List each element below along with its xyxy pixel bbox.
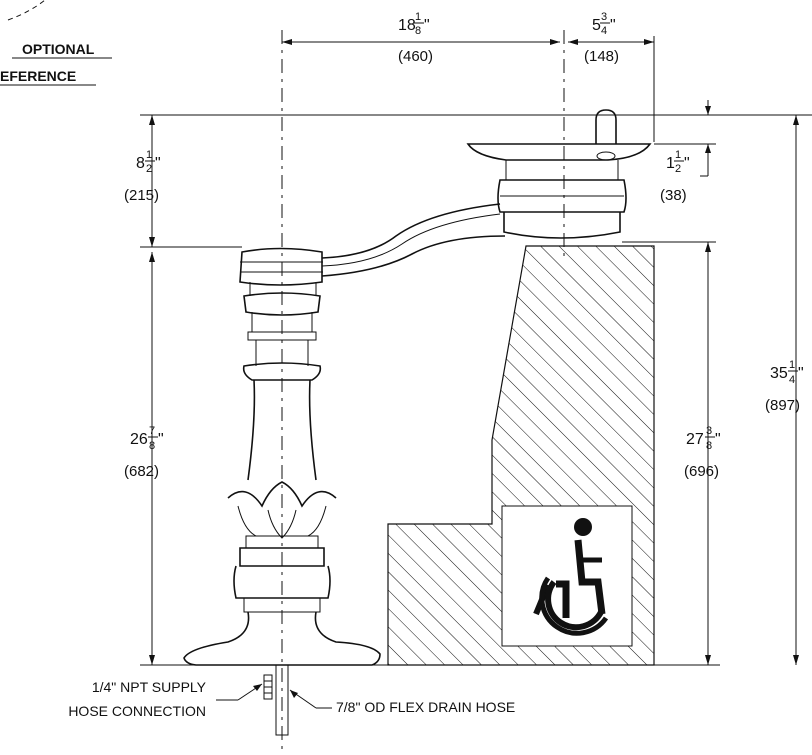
dim-arm-height: 8 1 2 " (215) <box>124 115 161 247</box>
header-line-1: OPTIONAL <box>22 41 95 57</box>
svg-text:2: 2 <box>146 163 152 175</box>
svg-text:(215): (215) <box>124 187 159 204</box>
supply-label-line-2: HOSE CONNECTION <box>68 703 206 719</box>
hose-connections <box>263 664 289 736</box>
svg-text:": " <box>158 431 164 448</box>
svg-text:(148): (148) <box>584 48 619 65</box>
svg-text:4: 4 <box>789 374 795 386</box>
svg-text:3: 3 <box>706 425 712 437</box>
wheelchair-icon <box>533 518 609 636</box>
svg-text:8: 8 <box>136 155 145 172</box>
svg-text:8: 8 <box>415 25 421 37</box>
supply-label-line-1: 1/4" NPT SUPPLY <box>92 679 207 695</box>
svg-text:": " <box>424 17 430 34</box>
svg-text:7: 7 <box>149 425 155 437</box>
dim-total-height: 35 1 4 " (897) <box>765 115 804 665</box>
svg-text:3: 3 <box>601 11 607 23</box>
svg-text:": " <box>610 17 616 34</box>
drain-label: 7/8" OD FLEX DRAIN HOSE <box>336 699 515 715</box>
svg-text:8: 8 <box>706 440 712 452</box>
drain-hose-callout: 7/8" OD FLEX DRAIN HOSE <box>289 689 515 715</box>
svg-text:35: 35 <box>770 365 788 382</box>
dim-width-main: 18 1 8 " (460) <box>282 11 560 65</box>
svg-text:18: 18 <box>398 17 416 34</box>
svg-text:(682): (682) <box>124 463 159 480</box>
svg-text:(897): (897) <box>765 397 800 414</box>
svg-text:1: 1 <box>675 149 681 161</box>
svg-text:(38): (38) <box>660 187 687 204</box>
svg-text:": " <box>684 155 690 172</box>
pedestal <box>387 245 655 666</box>
dim-post-height: 26 7 8 " (682) <box>124 252 164 665</box>
corner-arc <box>7 0 46 21</box>
dim-bowl-height: 1 1 2 " (38) <box>654 100 716 204</box>
svg-text:": " <box>155 155 161 172</box>
supply-hose-callout: 1/4" NPT SUPPLY HOSE CONNECTION <box>68 679 263 719</box>
svg-text:(460): (460) <box>398 48 433 65</box>
dim-pedestal-height: 27 3 8 " (696) <box>684 242 721 665</box>
bowl-assembly <box>466 109 652 239</box>
svg-text:1: 1 <box>415 11 421 23</box>
svg-text:1: 1 <box>666 155 675 172</box>
svg-text:8: 8 <box>149 440 155 452</box>
svg-text:": " <box>798 365 804 382</box>
optional-reference-note: OPTIONAL EFERENCE <box>0 41 112 86</box>
fountain-arm <box>321 203 506 277</box>
svg-text:27: 27 <box>686 431 704 448</box>
svg-text:2: 2 <box>675 163 681 175</box>
svg-text:1: 1 <box>789 359 795 371</box>
header-line-2: EFERENCE <box>0 68 76 84</box>
svg-text:(696): (696) <box>684 463 719 480</box>
svg-text:1: 1 <box>146 149 152 161</box>
svg-text:": " <box>715 431 721 448</box>
svg-text:5: 5 <box>592 17 601 34</box>
svg-text:4: 4 <box>601 25 607 37</box>
dim-width-bubbler: 5 3 4 " (148) <box>568 11 655 142</box>
svg-text:26: 26 <box>130 431 148 448</box>
